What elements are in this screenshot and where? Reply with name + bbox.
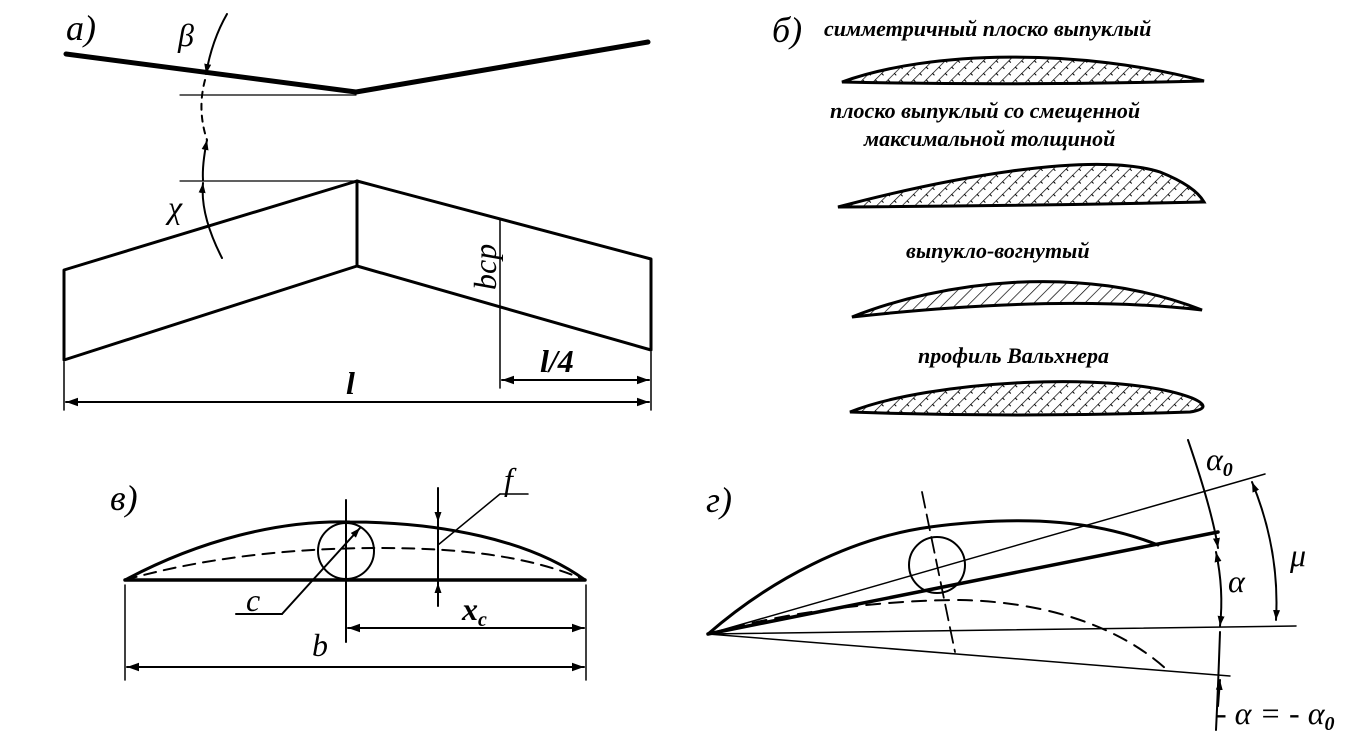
profile-caption-2: плоско выпуклый со смещенной [830, 98, 1140, 123]
b-label: b [312, 627, 328, 663]
profile-caption-1: симметричный плоско выпуклый [824, 16, 1151, 41]
panel-v-label: в) [110, 478, 138, 518]
lower-reference-line [707, 633, 1231, 677]
mu-arc [1251, 481, 1281, 621]
c-leader [281, 527, 361, 615]
c-label: c [246, 582, 260, 618]
zero-lift-line [707, 473, 1266, 635]
angled-thickness-circle [908, 536, 966, 594]
profile-upper-surface [123, 520, 587, 582]
angled-thickness-axis [921, 491, 956, 653]
beta-arrow [204, 13, 228, 75]
xc-label: xc [461, 591, 487, 631]
panel-g-label: г) [706, 480, 732, 520]
mu-label: μ [1289, 537, 1306, 573]
profile-convex-concave [851, 280, 1203, 319]
panel-a-label: а) [66, 8, 96, 48]
quarter-span-label: l/4 [540, 343, 574, 379]
angled-mean-line [707, 599, 1166, 669]
alpha0-arrow [1187, 439, 1220, 549]
flow-direction-line [707, 625, 1297, 635]
wing-sweep-line [63, 39, 651, 95]
profile-caption-4: выпукло-вогнутый [906, 238, 1090, 263]
panel-v: в) c f xc b [110, 461, 587, 681]
chi-arrow [198, 182, 223, 259]
profile-caption-5: профиль Вальхнера [918, 343, 1109, 368]
neg-alpha-label: - α = - α0 [1216, 695, 1335, 735]
panel-b-label: б) [772, 10, 802, 50]
profile-symmetric-plano-convex [841, 55, 1205, 86]
alpha-label: α [1228, 563, 1246, 599]
panel-a: а) bср β χ l l/4 [62, 8, 653, 411]
profile-mean-line [124, 547, 586, 581]
panel-g: г) α0 α μ - α = - α0 [706, 439, 1335, 735]
neg-alpha-arrow [1215, 679, 1223, 707]
beta-label: β [177, 17, 194, 53]
span-label: l [346, 365, 355, 401]
panel-b: б) симметричный плоско выпуклый плоско в… [772, 10, 1207, 417]
f-leader [437, 493, 501, 546]
f-label: f [504, 461, 517, 497]
alpha-arc [1214, 551, 1225, 627]
profile-shifted-thickness [837, 162, 1207, 209]
chi-label: χ [165, 189, 183, 225]
sweep-arc-lower [201, 139, 209, 181]
angled-profile-chord [706, 530, 1220, 636]
profile-walchner [849, 380, 1205, 417]
sweep-arc [200, 79, 208, 141]
profile-caption-3: максимальной толщиной [863, 126, 1115, 151]
mean-chord-label: bср [467, 244, 503, 290]
alpha0-label: α0 [1206, 441, 1233, 481]
